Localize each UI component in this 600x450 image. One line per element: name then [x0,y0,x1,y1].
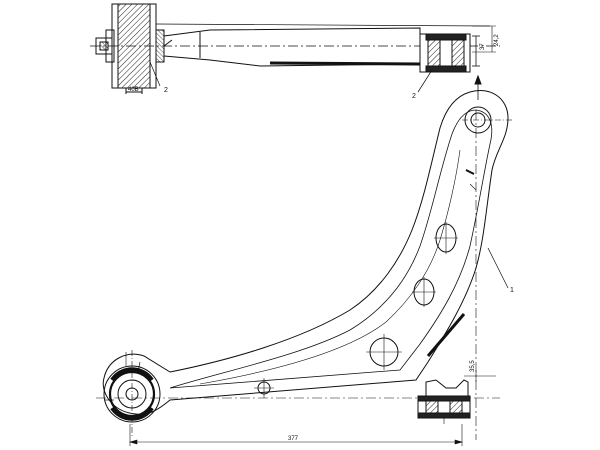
top-view [90,3,500,94]
arm-flange-line [199,149,461,385]
leader-arm [487,247,509,289]
dimension-length-lines [128,424,464,446]
reinforcing-edge [426,313,466,357]
lightening-hole-1 [434,222,458,254]
plan-view [96,74,514,446]
small-hole [254,378,274,398]
lightening-hole-3 [366,334,402,370]
lightening-hole-2 [412,277,436,307]
callout-top-left: 2 [164,87,168,94]
dimension-base-width: 40B [128,87,139,93]
top-right-bushing [419,33,480,73]
top-pivot-eye [462,106,514,134]
callout-arm: 1 [510,287,514,294]
top-right-dimension [472,25,496,53]
dimension-offset-lines [464,370,496,382]
front-bushing [103,350,161,436]
rear-bushing [417,379,471,424]
dimension-rod-small: 37 [480,43,486,50]
rib-marker [465,169,475,175]
callout-top-right: 2 [412,93,416,100]
arm-inner-rib [169,109,493,389]
dimension-bushing-height: 24,2 [494,34,500,46]
leader-top-left [149,61,161,87]
leader-top-right [417,69,433,93]
dimension-arm-offset: 35,5 [470,360,476,372]
arm-outer-contour [102,90,509,415]
top-left-bushing [95,3,165,94]
dimension-overall-length: 377 [288,436,299,442]
axis-arrow-head [474,74,482,85]
